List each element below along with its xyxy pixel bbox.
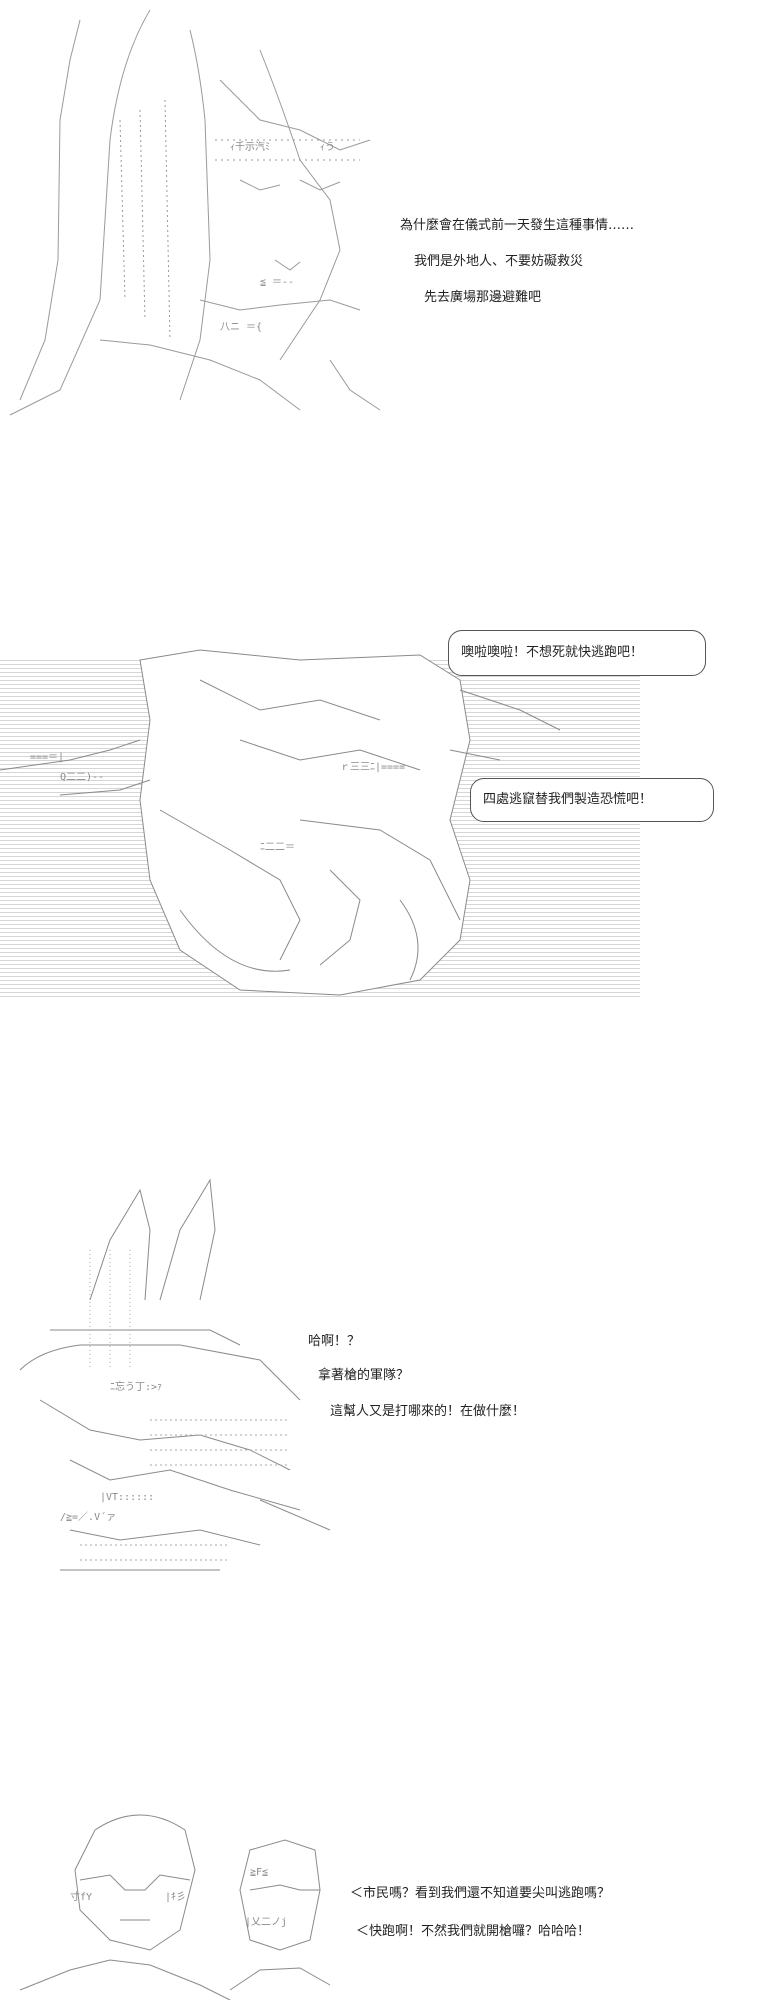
svg-text:寸fY: 寸fY bbox=[70, 1890, 92, 1903]
panel1-line-1: 為什麼會在儀式前一天發生這種事情…… bbox=[400, 218, 635, 233]
panel3-line-3: 這幫人又是打哪來的！在做什麼！ bbox=[330, 1404, 526, 1419]
ascii-art-two-soldiers: 寸fY |ｷ彡 ≧F≦ |乂二ノj bbox=[19, 1814, 331, 2000]
panel3-line-1: 哈啊！？ bbox=[308, 1334, 361, 1349]
svg-text:===＝|: ===＝| bbox=[30, 752, 64, 763]
svg-text:ｒ三三ﾆ|====: ｒ三三ﾆ|==== bbox=[340, 762, 405, 773]
svg-text:|ｷ彡: |ｷ彡 bbox=[165, 1892, 186, 1903]
speech-bubble-2: 四處逃竄替我們製造恐慌吧！ bbox=[470, 778, 714, 822]
ascii-art-long-haired-character: ｨ千示汽ﾐ ｨう ≦ ＝-- 八ニ ＝{ bbox=[9, 9, 381, 416]
panel1-line-2: 我們是外地人、不要妨礙救災 bbox=[414, 254, 584, 269]
svg-text:/≧=／.V´ァ: /≧=／.V´ァ bbox=[60, 1511, 116, 1523]
svg-text:Q二二)--: Q二二)-- bbox=[60, 772, 104, 783]
panel-3: ﾆ忘う丁:>ｧ |VT:::::: /≧=／.V´ァ 哈啊！？ 拿著槍的軍隊？ … bbox=[0, 1170, 770, 1600]
svg-text:八ニ ＝{: 八ニ ＝{ bbox=[220, 322, 262, 333]
svg-text:ｨ千示汽ﾐ: ｨ千示汽ﾐ bbox=[230, 140, 270, 153]
ascii-art-armored-soldiers: ===＝| Q二二)-- ﾆ二二＝ ｒ三三ﾆ|==== bbox=[0, 649, 561, 996]
speech-bubble-1: 噢啦噢啦！不想死就快逃跑吧！ bbox=[448, 630, 706, 676]
panel-2: ===＝| Q二二)-- ﾆ二二＝ ｒ三三ﾆ|==== 噢啦噢啦！不想死就快逃跑… bbox=[0, 620, 770, 1020]
svg-text:|乂二ノj: |乂二ノj bbox=[245, 1917, 287, 1928]
svg-text:ﾆ二二＝: ﾆ二二＝ bbox=[260, 842, 295, 853]
panel4-line-1: ＜市民嗎？看到我們還不知道要尖叫逃跑嗎？ bbox=[350, 1886, 611, 1901]
panel1-line-3: 先去廣場那邊避難吧 bbox=[424, 290, 542, 305]
svg-text:ｨう: ｨう bbox=[320, 141, 335, 153]
ascii-art-rabbit-eared-character: ﾆ忘う丁:>ｧ |VT:::::: /≧=／.V´ァ bbox=[19, 1178, 331, 1571]
panel4-line-2: ＜快跑啊！不然我們就開槍囉？哈哈哈！ bbox=[356, 1924, 591, 1939]
panel3-line-2: 拿著槍的軍隊？ bbox=[318, 1368, 410, 1383]
svg-text:ﾆ忘う丁:>ｧ: ﾆ忘う丁:>ｧ bbox=[110, 1380, 162, 1393]
svg-text:|VT::::::: |VT:::::: bbox=[100, 1492, 154, 1503]
svg-text:≧F≦: ≧F≦ bbox=[250, 1867, 268, 1878]
panel-4: 寸fY |ｷ彡 ≧F≦ |乂二ノj ＜市民嗎？看到我們還不知道要尖叫逃跑嗎？ ＜… bbox=[0, 1790, 770, 2000]
panel-1: ｨ千示汽ﾐ ｨう ≦ ＝-- 八ニ ＝{ 為什麼會在儀式前一天發生這種事情…… … bbox=[0, 0, 770, 420]
svg-text:≦ ＝--: ≦ ＝-- bbox=[260, 277, 294, 288]
